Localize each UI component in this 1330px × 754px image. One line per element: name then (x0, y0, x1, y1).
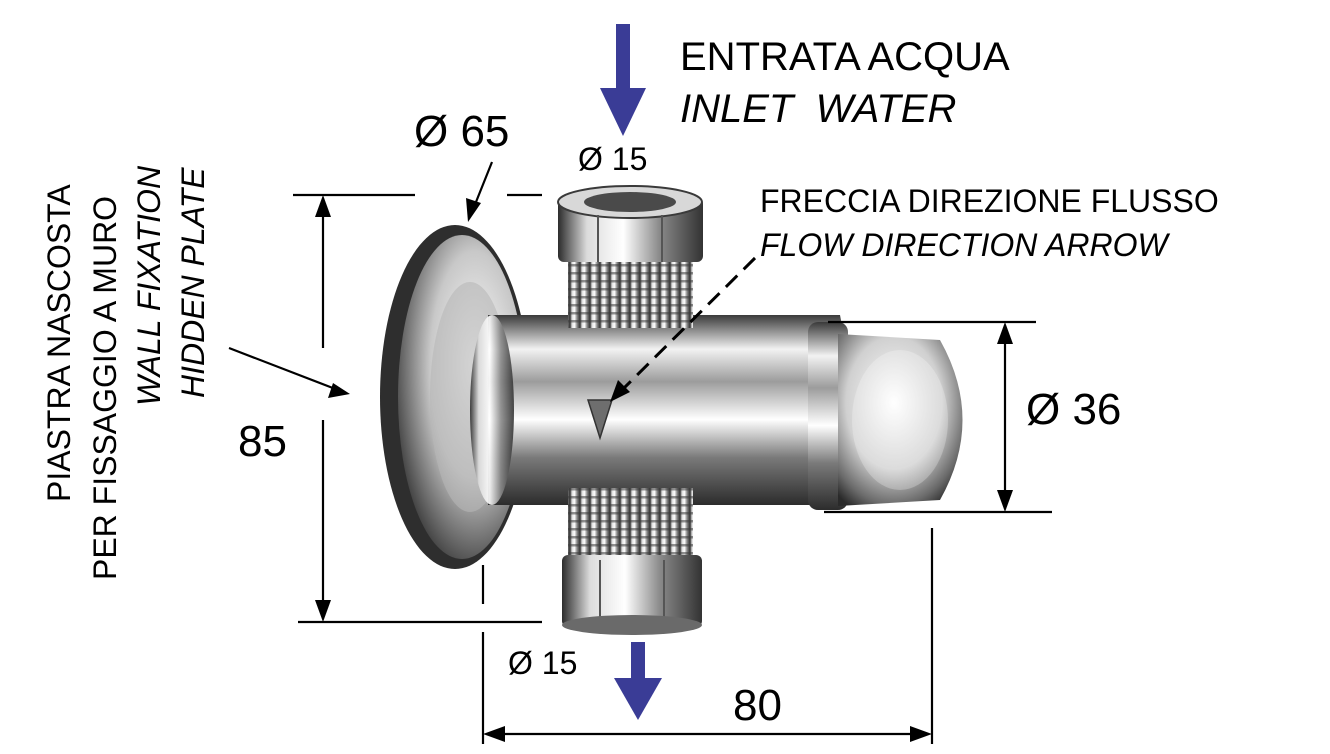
inlet-label-en: INLET WATER (680, 87, 956, 131)
button-diameter-label: Ø 36 (1026, 385, 1121, 434)
lower-riser (568, 488, 693, 558)
dimension-lines (228, 161, 1052, 744)
inlet-flow-arrow (600, 24, 646, 136)
dimension-arrowheads (315, 195, 1013, 742)
outlet-flow-arrow (614, 642, 662, 720)
depth-label: 80 (733, 681, 782, 730)
inlet-label-it: ENTRATA ACQUA (680, 35, 1010, 79)
plate-leader (472, 161, 494, 208)
body-cylinder (488, 315, 850, 505)
upper-riser (568, 258, 693, 328)
flow-label-en: FLOW DIRECTION ARROW (760, 227, 1170, 263)
svg-text:PER FISSAGGIO A MURO: PER FISSAGGIO A MURO (87, 196, 123, 580)
svg-text:PIASTRA NASCOSTA: PIASTRA NASCOSTA (41, 184, 77, 502)
lower-nut (562, 555, 702, 635)
svg-text:WALL FIXATION: WALL FIXATION (131, 165, 167, 406)
plate-diameter-label: Ø 65 (414, 107, 509, 156)
upper-nut (557, 185, 703, 262)
height-label: 85 (238, 417, 287, 466)
outlet-diameter-label: Ø 15 (508, 645, 577, 681)
valve-body (380, 185, 963, 635)
hidden-plate-leader (228, 346, 339, 392)
inlet-diameter-label: Ø 15 (578, 141, 647, 177)
hidden-plate-label: PIASTRA NASCOSTA PER FISSAGGIO A MURO WA… (41, 165, 211, 580)
push-button (838, 334, 963, 506)
flow-label-it: FRECCIA DIREZIONE FLUSSO (760, 183, 1219, 219)
svg-text:HIDDEN PLATE: HIDDEN PLATE (175, 167, 211, 398)
flow-arrow-leader (620, 256, 757, 392)
flow-mark (586, 399, 614, 441)
